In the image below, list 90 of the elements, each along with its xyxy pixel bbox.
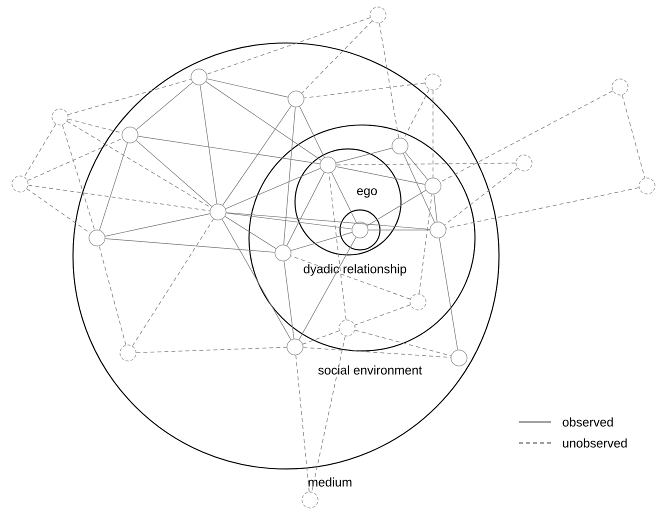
- connection-line: [290, 232, 352, 251]
- node-circle: [352, 222, 368, 238]
- dashed-node-circle: [424, 74, 442, 90]
- connection-line: [226, 212, 352, 230]
- dashed-node-circle: [410, 294, 426, 310]
- dashed-line: [28, 184, 210, 212]
- connection-line: [136, 82, 193, 130]
- node-circle: [88, 230, 106, 246]
- connection-line: [136, 140, 212, 207]
- dashed-line: [295, 354, 310, 492]
- connection-line: [336, 148, 392, 164]
- connection-line: [403, 153, 435, 223]
- dashed-line: [98, 246, 126, 346]
- node-circle: [210, 204, 226, 220]
- connection-line: [336, 166, 426, 185]
- dashed-line: [66, 120, 212, 208]
- node-circle: [430, 222, 446, 238]
- dashed-node-circle: [120, 344, 136, 362]
- connection-line: [434, 194, 438, 222]
- dashed-node-circle: [12, 176, 28, 192]
- connection-line: [225, 168, 321, 210]
- dashed-line: [304, 82, 426, 98]
- connection-line: [206, 81, 322, 161]
- node-circle: [320, 156, 336, 174]
- dashed-line: [379, 22, 399, 138]
- dashed-line: [206, 17, 370, 75]
- dashed-line: [440, 90, 613, 182]
- dashed-line: [311, 336, 346, 492]
- dashed-line: [24, 124, 56, 178]
- connection-line: [138, 136, 320, 164]
- node-circle: [392, 138, 408, 154]
- dashed-line: [354, 304, 411, 326]
- dashed-line: [418, 194, 432, 294]
- dashed-line: [302, 330, 340, 344]
- legend-label: observed: [562, 417, 613, 427]
- connection-line: [104, 213, 210, 237]
- connection-line: [226, 212, 430, 230]
- connection-line: [222, 218, 292, 340]
- dashed-node-circle: [516, 154, 532, 172]
- node-circle: [122, 126, 138, 144]
- connection-line: [284, 260, 294, 340]
- dashed-line: [328, 172, 346, 320]
- dashed-line: [336, 162, 516, 166]
- dashed-node-circle: [370, 6, 386, 24]
- node-circle: [190, 68, 208, 86]
- region-label: social environment: [318, 365, 422, 375]
- connection-line: [331, 172, 357, 223]
- connection-line: [439, 238, 458, 350]
- connection-line: [200, 84, 218, 204]
- dashed-line: [432, 90, 434, 178]
- dashed-node-circle: [338, 320, 356, 336]
- connection-line: [283, 106, 296, 246]
- connection-line: [99, 142, 128, 230]
- region-label: dyadic relationship: [304, 264, 406, 276]
- connection-line: [299, 106, 325, 158]
- connection-line: [104, 238, 276, 253]
- connection-line: [366, 190, 426, 226]
- dashed-line: [302, 347, 452, 358]
- connection-line: [298, 236, 356, 340]
- dashed-line: [354, 330, 452, 356]
- dashed-line: [26, 188, 91, 234]
- connection-line: [206, 78, 288, 98]
- dashed-node-circle: [52, 108, 68, 126]
- dashed-line: [132, 218, 214, 346]
- dashed-line: [622, 94, 646, 178]
- connection-line: [222, 106, 292, 206]
- dashed-line: [62, 124, 95, 230]
- dashed-line: [446, 187, 640, 229]
- dashed-line: [290, 255, 410, 300]
- dashed-line: [403, 89, 430, 139]
- node-circle: [450, 350, 468, 366]
- connection-line: [286, 172, 325, 246]
- node-circle: [288, 90, 304, 108]
- region-label: ego: [357, 188, 377, 198]
- region-label: medium: [308, 477, 352, 487]
- dashed-line: [301, 20, 373, 94]
- node-circle: [274, 244, 292, 262]
- legend-label: unobserved: [563, 438, 627, 448]
- node-circle: [424, 178, 442, 194]
- dashed-node-circle: [612, 78, 628, 96]
- dashed-node-circle: [302, 492, 318, 508]
- dashed-line: [68, 118, 122, 134]
- connection-line: [224, 216, 276, 249]
- dashed-line: [68, 78, 192, 116]
- dashed-node-circle: [638, 178, 656, 194]
- dashed-line: [444, 168, 518, 226]
- dashed-line: [27, 138, 123, 181]
- connection-line: [404, 152, 428, 180]
- node-circle: [286, 338, 304, 356]
- dashed-line: [136, 346, 288, 354]
